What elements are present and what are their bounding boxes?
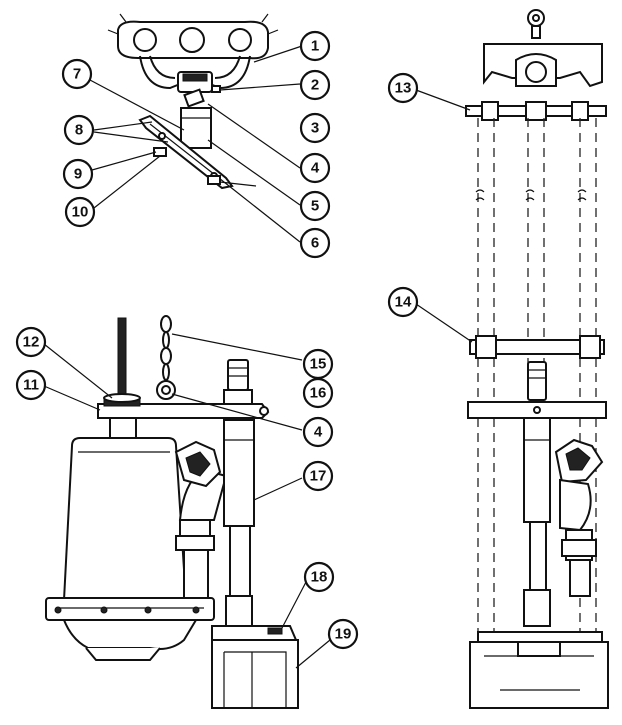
callout-4-top-label: 4: [311, 160, 320, 177]
callout-15-label: 15: [310, 356, 327, 373]
pump-assembly-view: [45, 315, 299, 709]
callout-19: 19: [327, 618, 359, 650]
callout-15: 15: [302, 348, 334, 380]
callout-12: 12: [15, 326, 47, 358]
callout-13: 13: [387, 72, 419, 104]
callout-leaders: [43, 45, 473, 669]
callout-2-label: 2: [311, 77, 319, 94]
callout-1-label: 1: [311, 38, 319, 55]
callout-9-label: 9: [74, 166, 82, 183]
callout-7: 7: [61, 58, 93, 90]
callout-14: 14: [387, 286, 419, 318]
callout-19-label: 19: [335, 626, 352, 643]
callout-8-label: 8: [75, 122, 83, 139]
callout-6: 6: [299, 227, 331, 259]
callout-5: 5: [299, 190, 331, 222]
callout-10-label: 10: [72, 204, 89, 221]
callout-9: 9: [62, 158, 94, 190]
callout-5-label: 5: [311, 198, 319, 215]
callout-2: 2: [299, 69, 331, 101]
callout-4-bottom-label: 4: [314, 424, 323, 441]
callout-1: 1: [299, 30, 331, 62]
callout-18-label: 18: [311, 569, 328, 586]
lifting-head-detail: [107, 13, 279, 190]
callout-17: 17: [302, 460, 334, 492]
installation-front-view: [465, 9, 609, 709]
callout-4-top: 4: [299, 152, 331, 184]
callout-14-label: 14: [395, 294, 412, 311]
callout-16-label: 16: [310, 385, 327, 402]
callout-10: 10: [64, 196, 96, 228]
callout-6-label: 6: [311, 235, 319, 252]
callout-18: 18: [303, 561, 335, 593]
callout-12-label: 12: [23, 334, 40, 351]
callout-7-label: 7: [73, 66, 81, 83]
callout-11: 11: [15, 369, 47, 401]
callout-11-label: 11: [23, 377, 39, 394]
callout-3-label: 3: [311, 120, 319, 137]
callout-3: 3: [299, 112, 331, 144]
callout-13-label: 13: [395, 80, 412, 97]
callout-17-label: 17: [310, 468, 327, 485]
callout-8: 8: [63, 114, 95, 146]
callout-16: 16: [302, 377, 334, 409]
callout-4-bottom: 4: [302, 416, 334, 448]
